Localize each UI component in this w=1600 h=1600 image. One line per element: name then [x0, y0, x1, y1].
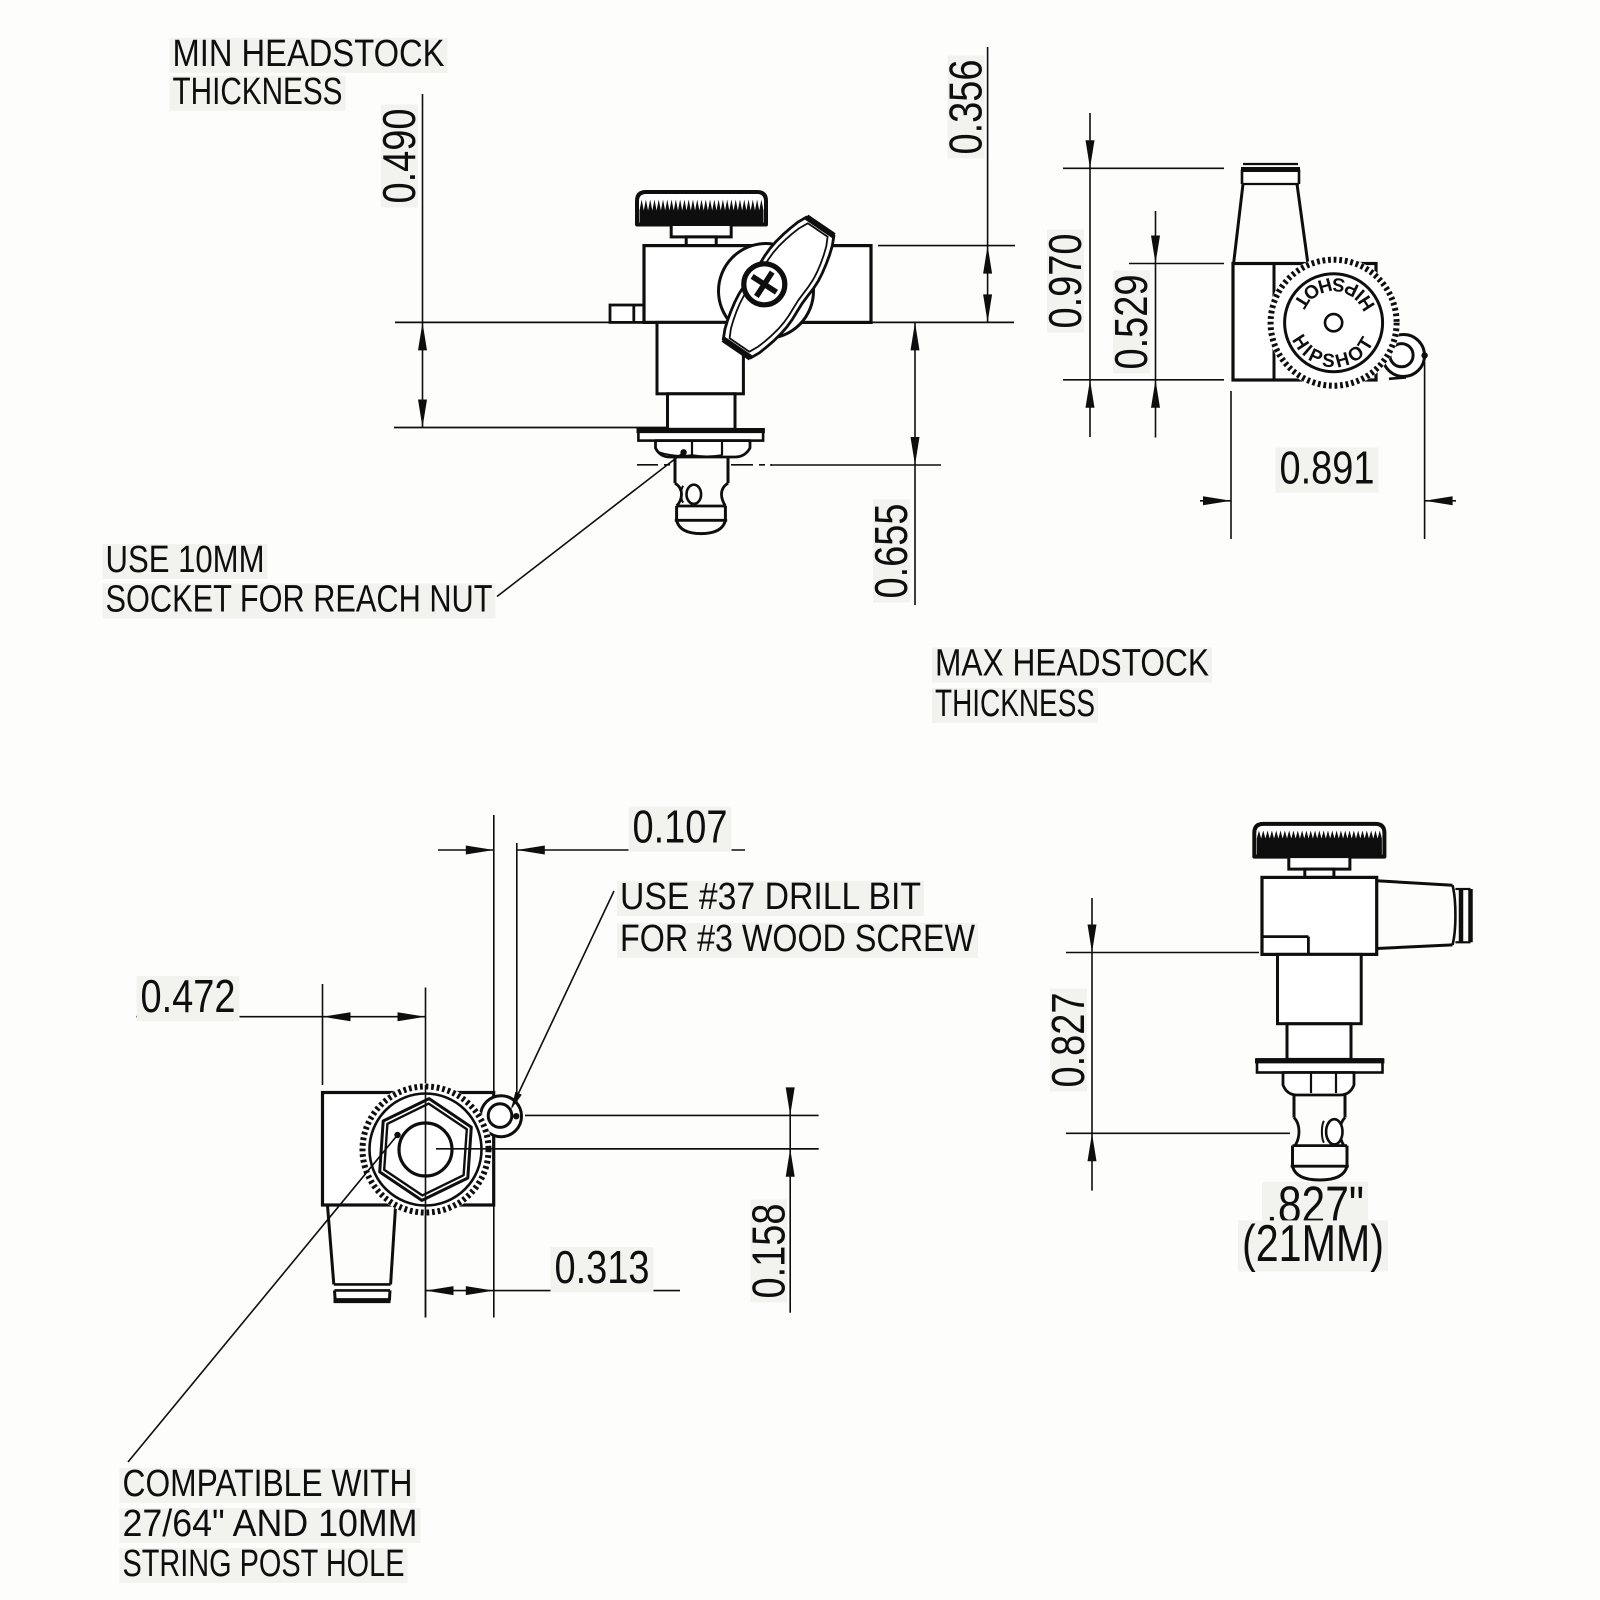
svg-text:0.158: 0.158 [743, 1204, 795, 1299]
svg-text:THICKNESS: THICKNESS [935, 683, 1095, 725]
svg-text:0.356: 0.356 [940, 60, 992, 155]
svg-text:0.970: 0.970 [1039, 234, 1091, 329]
svg-text:MIN HEADSTOCK: MIN HEADSTOCK [173, 33, 445, 75]
svg-text:(21MM): (21MM) [1242, 1215, 1384, 1273]
svg-text:COMPATIBLE WITH: COMPATIBLE WITH [123, 1463, 413, 1505]
svg-text:THICKNESS: THICKNESS [173, 71, 343, 113]
svg-text:SOCKET FOR REACH NUT: SOCKET FOR REACH NUT [106, 579, 493, 621]
svg-text:MAX HEADSTOCK: MAX HEADSTOCK [935, 643, 1209, 685]
svg-text:0.529: 0.529 [1105, 275, 1157, 370]
svg-text:0.891: 0.891 [1280, 441, 1375, 493]
svg-text:FOR #3 WOOD SCREW: FOR #3 WOOD SCREW [620, 918, 975, 960]
svg-text:0.313: 0.313 [555, 1241, 650, 1293]
svg-text:USE 10MM: USE 10MM [106, 539, 265, 581]
svg-text:STRING POST HOLE: STRING POST HOLE [123, 1543, 405, 1585]
svg-text:27/64" AND 10MM: 27/64" AND 10MM [123, 1503, 418, 1545]
svg-text:0.655: 0.655 [865, 504, 917, 599]
svg-text:0.827: 0.827 [1042, 993, 1094, 1088]
svg-text:0.472: 0.472 [141, 970, 236, 1022]
svg-text:0.490: 0.490 [373, 109, 425, 204]
svg-text:0.107: 0.107 [633, 801, 728, 853]
svg-text:USE #37 DRILL BIT: USE #37 DRILL BIT [620, 876, 921, 918]
